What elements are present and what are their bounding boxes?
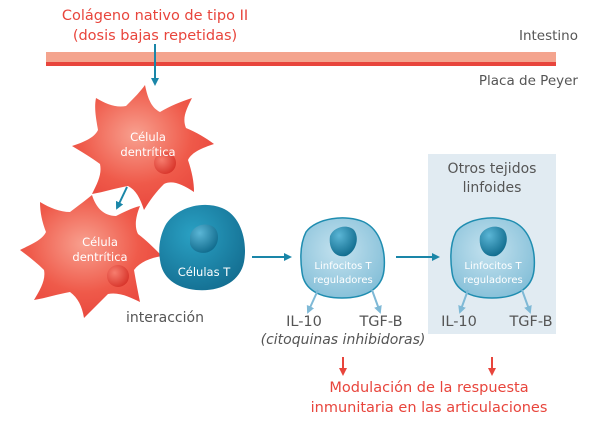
dendritic-cell-2-label: Célula dentrítica [72,235,127,265]
t-cells-label: Células T [177,265,231,279]
cytokine-il10-1: IL-10 [286,314,322,330]
treg-2-label-line1: Linfocitos T [464,261,522,272]
dendritic-migration-arrow [115,186,128,210]
collagen-intro-line2: (dosis bajas repetidas) [72,28,238,44]
other-tissues-title-line2: linfoides [462,180,522,196]
dendritic-cell-1-label: Célula dentrítica [120,130,175,160]
t-cell-nucleus [190,224,218,253]
peyer-patch-label: Placa de Peyer [478,73,578,89]
dendritic-cell-2-label-line1: Célula [82,235,118,249]
dendritic-cell-1-label-line2: dentrítica [120,145,176,159]
dendritic-cell-1 [72,85,214,210]
intestine-membrane [46,52,556,62]
treg-2-label: Linfocitos T reguladores [463,260,522,288]
interaction-label: interacción [126,310,204,326]
cytokine-tgfb-1: TGF-B [359,314,403,330]
outcome-line2: inmunitaria en las articulaciones [310,400,548,416]
dendritic-nucleus-1 [154,152,176,174]
treg-1-label: Linfocitos T reguladores [313,260,372,288]
dendritic-nucleus-2 [107,265,129,287]
treg-2-label-line2: reguladores [463,275,523,286]
treg-1-label-line2: reguladores [313,275,373,286]
intestine-label: Intestino [518,28,578,44]
collagen-intro: Colágeno nativo de tipo II (dosis bajas … [62,6,248,46]
cytokines-note: (citoquinas inhibidoras) [260,332,426,348]
cytokine-arrow-il10-1 [306,289,319,314]
other-tissues-title: Otros tejidos linfoides [448,160,537,198]
cytokine-tgfb-2: TGF-B [509,314,553,330]
cytokine-arrow-il10-2 [458,289,469,314]
dendritic-cell-2 [20,195,162,318]
outcome-text: Modulación de la respuesta inmunitaria e… [311,378,548,418]
outcome-line1: Modulación de la respuesta [329,380,529,396]
treg-nucleus-1 [329,226,357,257]
dendritic-cell-1-label-line1: Célula [130,130,166,144]
other-tissues-title-line1: Otros tejidos [447,161,537,177]
treg-1-label-line1: Linfocitos T [314,261,372,272]
cytokine-arrow-tgfb-2 [521,289,532,314]
treg-nucleus-2 [479,226,507,257]
treg-cell-2 [450,217,536,299]
treg-cell-1 [300,217,386,299]
cytokine-arrow-tgfb-1 [371,289,382,314]
peyer-membrane-line [46,62,556,66]
collagen-intro-line1: Colágeno nativo de tipo II [61,8,249,24]
cytokine-il10-2: IL-10 [441,314,477,330]
dendritic-cell-2-label-line2: dentrítica [72,250,128,264]
